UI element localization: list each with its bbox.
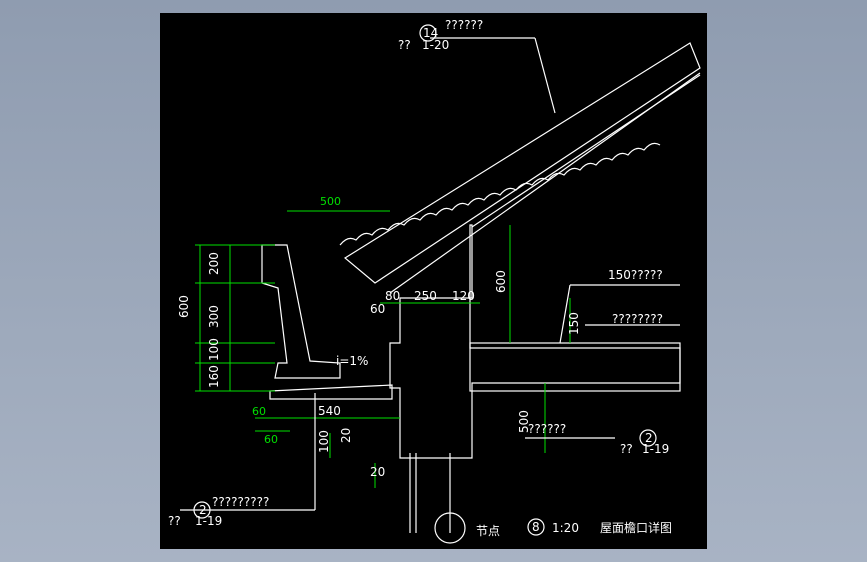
ref-circle-top <box>419 24 437 42</box>
leader-lines <box>180 37 680 511</box>
dim-160: 160 <box>207 365 221 388</box>
dim-500: 500 <box>320 195 341 208</box>
dim-540: 540 <box>318 404 341 418</box>
node-scale: 1:20 <box>552 521 579 535</box>
dim-100-bottom: 100 <box>317 430 331 453</box>
note-right-ref: ?????? <box>528 422 566 436</box>
dim-150-right: 150 <box>567 312 581 335</box>
dim-100-left: 100 <box>207 338 221 361</box>
slope-label: i=1% <box>336 354 368 368</box>
dim-60-a: 60 <box>252 405 266 418</box>
ref-right-page: 1-19 <box>642 442 669 456</box>
ref-circle-right <box>639 429 657 447</box>
note-bottom-ref: ????????? <box>212 495 269 509</box>
dimension-lines <box>195 210 571 488</box>
note-150: 150????? <box>608 268 663 282</box>
dim-500-right: 500 <box>517 410 531 433</box>
node-subtitle: 屋面檐口详图 <box>600 520 672 535</box>
ref-bl-page: 1-19 <box>195 514 222 528</box>
node-title: 节点 <box>476 524 500 538</box>
cad-detail-svg: 500 60 60 540 60 80 250 120 20 i=1% 150?… <box>168 18 701 544</box>
ref-top-num: 14 <box>423 26 438 40</box>
dim-20-b: 20 <box>339 428 353 443</box>
ref-bl-num: 2 <box>199 503 207 517</box>
dim-200: 200 <box>207 252 221 275</box>
note-right2: ???????? <box>612 312 663 326</box>
dim-600-left: 600 <box>177 295 191 318</box>
dim-60-b: 60 <box>264 433 278 446</box>
ref-bl-sheet: ?? <box>168 514 181 528</box>
dim-80: 80 <box>385 289 400 303</box>
gutter-section <box>261 244 393 400</box>
node-title-circle <box>434 512 466 544</box>
ref-top-page: 1-20 <box>422 38 449 52</box>
cad-drawing-canvas: 500 60 60 540 60 80 250 120 20 i=1% 150?… <box>160 13 707 549</box>
note-top-ref: ?????? <box>445 18 483 32</box>
ref-right-num: 2 <box>645 431 653 445</box>
dim-250: 250 <box>414 289 437 303</box>
node-number-circle <box>527 518 545 536</box>
ref-circle-bottom-left <box>193 501 211 519</box>
roof-slope <box>339 42 701 294</box>
dim-60-c: 60 <box>370 302 385 316</box>
node-number: 8 <box>532 520 540 534</box>
dim-600-right: 600 <box>494 270 508 293</box>
wall-beam <box>389 224 681 533</box>
dim-300: 300 <box>207 305 221 328</box>
dim-20-a: 20 <box>370 465 385 479</box>
dim-120: 120 <box>452 289 475 303</box>
ref-top-sheet: ?? <box>398 38 411 52</box>
ref-right-sheet: ?? <box>620 442 633 456</box>
